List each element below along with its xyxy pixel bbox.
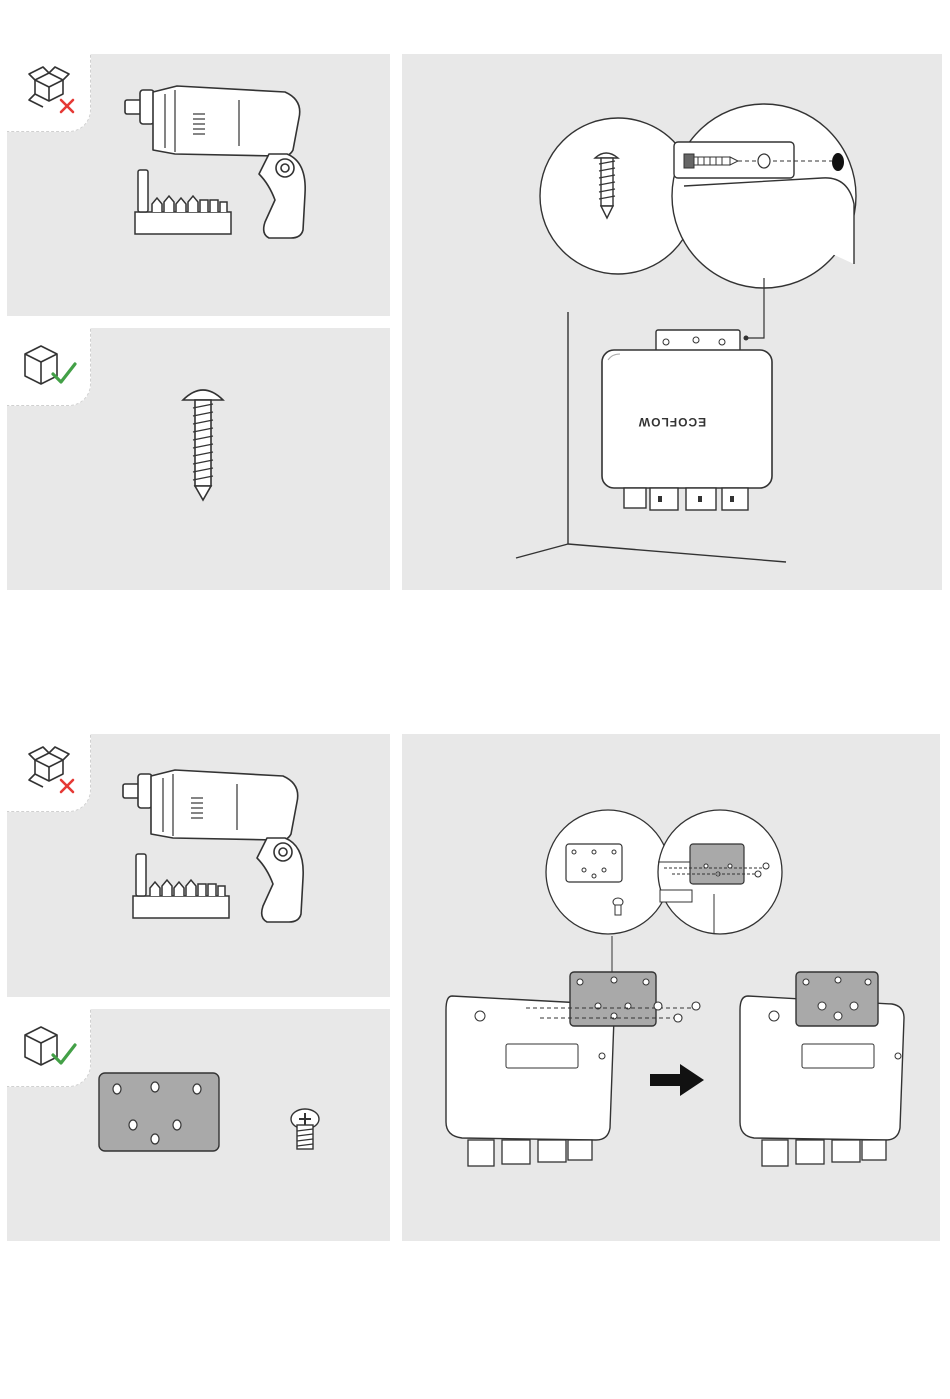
drill-bit-set-illustration <box>7 54 390 316</box>
step1-wall-mount-panel: ECOFLOW <box>402 54 942 590</box>
wall-mount-illustration: ECOFLOW <box>402 54 942 590</box>
self-tapping-screw-illustration <box>7 328 390 590</box>
plate-attach-illustration <box>402 734 940 1241</box>
step1-tools-not-included-panel <box>7 54 390 316</box>
right-arrow-icon <box>650 1064 704 1096</box>
drill-bit-set-illustration <box>7 734 390 997</box>
step2-tools-not-included-panel <box>7 734 390 997</box>
ecoflow-logo-text: ECOFLOW <box>638 415 706 429</box>
step2-plate-attach-panel <box>402 734 940 1241</box>
step2-parts-included-panel <box>7 1009 390 1241</box>
step1-parts-included-panel <box>7 328 390 590</box>
countersunk-screw-illustration <box>7 1009 390 1241</box>
